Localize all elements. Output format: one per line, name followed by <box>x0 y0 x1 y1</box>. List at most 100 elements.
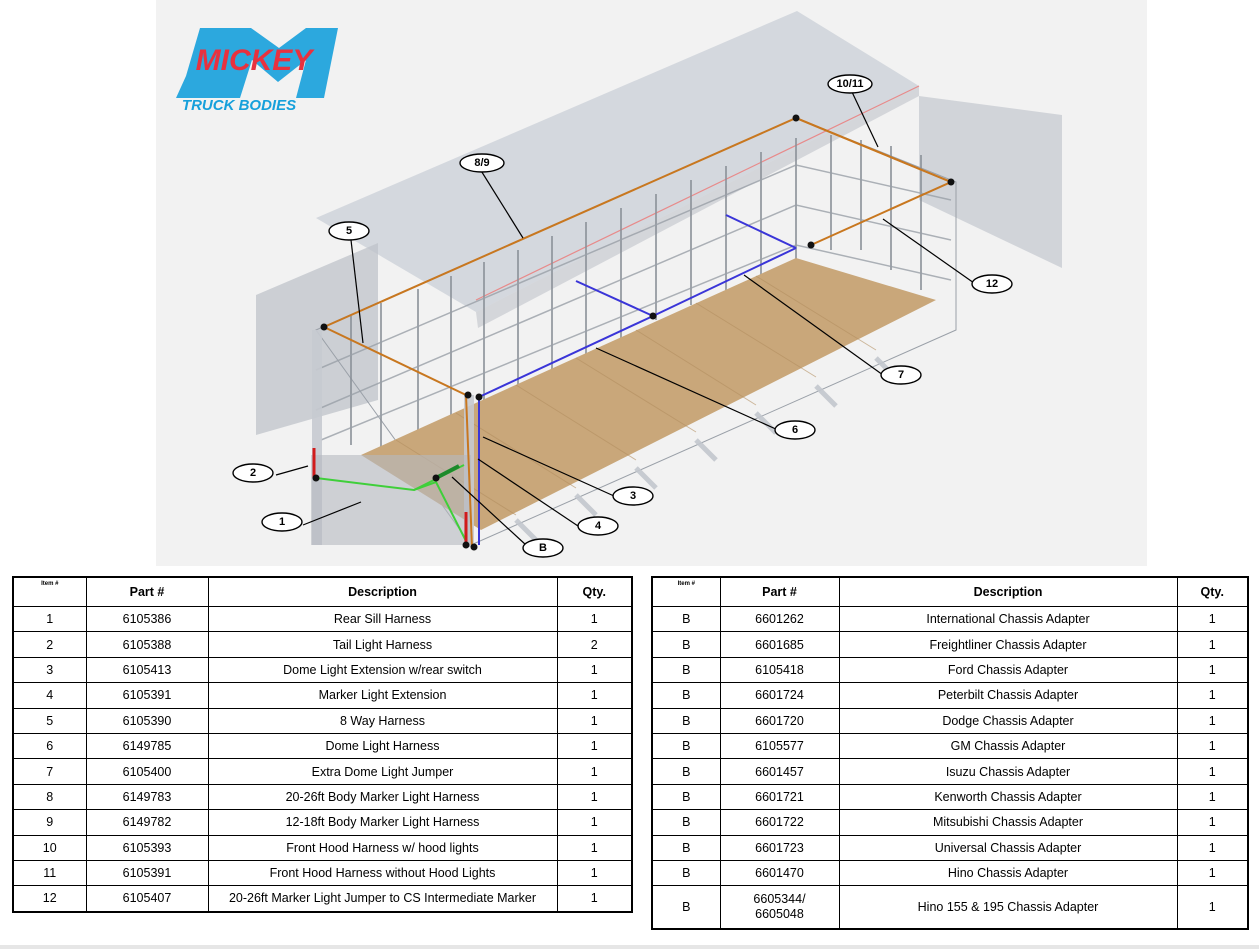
qty-cell: 1 <box>556 707 633 734</box>
part-cell: 6105577 <box>719 732 840 760</box>
svg-text:7: 7 <box>898 369 904 381</box>
part-cell: 6105386 <box>85 605 209 633</box>
svg-text:6: 6 <box>792 424 798 436</box>
item-cell: B <box>651 758 721 785</box>
part-cell: 6105391 <box>85 859 209 887</box>
item-cell: B <box>651 631 721 658</box>
qty-cell: 1 <box>556 656 633 684</box>
description-cell: Front Hood Harness w/ hood lights <box>207 834 558 861</box>
qty-cell: 1 <box>556 783 633 811</box>
item-cell: B <box>651 605 721 633</box>
item-cell: 3 <box>12 656 87 684</box>
callout-4: 4 <box>577 516 619 536</box>
item-cell: 7 <box>12 758 87 785</box>
table-header-row: Item # Part # Description Qty. <box>12 576 633 607</box>
item-cell: B <box>651 682 721 709</box>
description-cell: Mitsubishi Chassis Adapter <box>838 809 1178 836</box>
item-cell: 6 <box>12 732 87 760</box>
description-cell: Freightliner Chassis Adapter <box>838 631 1178 658</box>
description-cell: Isuzu Chassis Adapter <box>838 758 1178 785</box>
description-header: Description <box>207 576 558 607</box>
item-cell: B <box>651 859 721 887</box>
qty-cell: 1 <box>1176 682 1249 709</box>
table-header-row: Item # Part # Description Qty. <box>651 576 1249 607</box>
description-cell: International Chassis Adapter <box>838 605 1178 633</box>
item-cell: B <box>651 834 721 861</box>
svg-text:5: 5 <box>346 225 352 237</box>
part-cell: 6105413 <box>85 656 209 684</box>
description-cell: GM Chassis Adapter <box>838 732 1178 760</box>
item-cell: B <box>651 783 721 811</box>
callout-7: 7 <box>880 365 922 385</box>
qty-header: Qty. <box>556 576 633 607</box>
callout-10-11: 10/11 <box>827 74 873 94</box>
qty-cell: 2 <box>556 631 633 658</box>
description-cell: 20-26ft Body Marker Light Harness <box>207 783 558 811</box>
description-cell: Ford Chassis Adapter <box>838 656 1178 684</box>
callout-2: 2 <box>232 463 274 483</box>
description-cell: Kenworth Chassis Adapter <box>838 783 1178 811</box>
qty-cell: 1 <box>556 605 633 633</box>
item-cell: 5 <box>12 707 87 734</box>
part-cell: 6105391 <box>85 682 209 709</box>
qty-cell: 1 <box>1176 732 1249 760</box>
callout-12: 12 <box>971 274 1013 294</box>
table-row: B 6605344/ 6605048 Hino 155 & 195 Chassi… <box>651 885 1249 930</box>
description-cell: Tail Light Harness <box>207 631 558 658</box>
item-header: Item # <box>12 576 87 607</box>
part-cell: 6601262 <box>719 605 840 633</box>
qty-cell: 1 <box>1176 834 1249 861</box>
description-cell: Extra Dome Light Jumper <box>207 758 558 785</box>
part-cell: 6149783 <box>85 783 209 811</box>
qty-cell: 1 <box>1176 859 1249 887</box>
qty-cell: 1 <box>1176 605 1249 633</box>
part-line-2: 6605048 <box>755 907 804 922</box>
qty-cell: 1 <box>1176 885 1249 930</box>
part-cell: 6601722 <box>719 809 840 836</box>
item-cell: 1 <box>12 605 87 633</box>
svg-text:4: 4 <box>595 520 602 532</box>
truck-body-diagram: MICKEY TRUCK BODIES <box>156 0 1147 566</box>
qty-cell: 1 <box>1176 758 1249 785</box>
page-bottom-rule <box>0 945 1259 949</box>
item-header: Item # <box>651 576 721 607</box>
item-cell: B <box>651 732 721 760</box>
description-cell: Dodge Chassis Adapter <box>838 707 1178 734</box>
logo-brand-bottom: TRUCK BODIES <box>182 97 296 114</box>
item-cell: 4 <box>12 682 87 709</box>
part-header: Part # <box>719 576 840 607</box>
svg-text:10/11: 10/11 <box>837 78 864 90</box>
description-cell: Hino Chassis Adapter <box>838 859 1178 887</box>
callout-3: 3 <box>612 486 654 506</box>
part-line-1: 6605344/ <box>753 892 806 907</box>
part-cell: 6601457 <box>719 758 840 785</box>
item-cell: 8 <box>12 783 87 811</box>
logo-brand-top: MICKEY <box>196 44 316 77</box>
part-cell: 6105393 <box>85 834 209 861</box>
part-cell: 6105400 <box>85 758 209 785</box>
description-cell: Rear Sill Harness <box>207 605 558 633</box>
item-cell: B <box>651 707 721 734</box>
svg-text:B: B <box>539 542 547 554</box>
part-cell: 6149785 <box>85 732 209 760</box>
description-header: Description <box>838 576 1178 607</box>
item-cell: 11 <box>12 859 87 887</box>
part-cell: 6601721 <box>719 783 840 811</box>
part-cell: 6149782 <box>85 809 209 836</box>
qty-cell: 1 <box>1176 656 1249 684</box>
description-cell: Hino 155 & 195 Chassis Adapter <box>838 885 1178 930</box>
item-cell: 2 <box>12 631 87 658</box>
